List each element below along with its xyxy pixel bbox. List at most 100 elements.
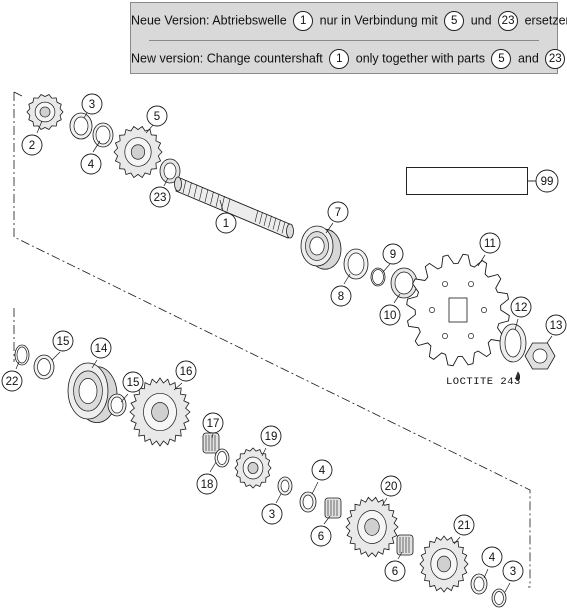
callout-circle — [149, 186, 171, 208]
notice-german-text-2: nur in Verbindung mit — [319, 13, 438, 28]
callout-number: 13 — [550, 320, 563, 332]
gear-5-bore — [130, 144, 146, 160]
callout-leader — [261, 447, 267, 457]
callout-circle — [311, 459, 333, 481]
notice-german-ref-gear: 5 — [444, 11, 465, 31]
callout-leader — [311, 481, 319, 495]
callout-number: 15 — [127, 377, 140, 389]
callout-leader — [163, 177, 169, 187]
callout-circle — [202, 412, 224, 434]
notice-german-text-3: und — [470, 13, 492, 28]
callout-leader — [323, 515, 331, 525]
callout-leader — [343, 273, 351, 285]
sprocket-hole — [468, 333, 474, 339]
circlip-22-inner — [16, 346, 28, 364]
o-ring-9-inner — [372, 269, 384, 285]
callout-circle — [90, 337, 112, 359]
washer-4-lower-inner — [473, 576, 485, 592]
callout-number: 15 — [57, 336, 70, 348]
frame-dashed-top — [13, 91, 23, 97]
callout-7: 7 — [325, 201, 349, 234]
washer-3-lower-inner — [494, 591, 504, 605]
washer-15-upper — [33, 354, 55, 380]
callout-number: 4 — [489, 552, 496, 564]
callout-20: 20 — [380, 475, 402, 507]
countershaft-end-right — [286, 223, 294, 239]
callout-15: 15 — [51, 330, 74, 361]
gear-16 — [129, 377, 191, 447]
callout-number: 4 — [88, 159, 95, 171]
needle-bearing-6-lower-cage — [396, 534, 414, 556]
callout-circle — [1, 370, 23, 392]
callout-number: 1 — [223, 218, 229, 230]
countershaft-spline — [182, 179, 187, 194]
notice-english-text-3: and — [517, 51, 539, 66]
callout-leader — [514, 318, 519, 331]
bush-23-inner — [163, 162, 177, 180]
sprocket-hole — [429, 307, 435, 313]
callout-number: 6 — [318, 531, 324, 543]
gear-2 — [26, 93, 64, 131]
frame-dashed-left — [13, 92, 531, 588]
washer-15-upper-inner — [37, 358, 51, 376]
callout-leader — [211, 433, 214, 439]
washer-4-inner — [95, 125, 111, 145]
notice-german: Neue Version: Abtriebswelle 1 nur in Ver… — [131, 11, 567, 31]
notice-english-text-1: New version: Change countershaft — [131, 51, 323, 66]
seal-ring-8-inner — [347, 252, 365, 276]
countershaft-spline-end — [254, 209, 259, 223]
bush-23 — [159, 158, 181, 184]
washer-18 — [214, 448, 230, 468]
callout-10: 10 — [379, 293, 401, 326]
callout-circle — [380, 475, 402, 497]
callout-number: 6 — [392, 566, 398, 578]
callout-number: 22 — [6, 376, 19, 388]
callout-number: 8 — [338, 291, 344, 303]
callout-leader — [15, 361, 20, 370]
callout-leader — [36, 120, 43, 134]
gear-20-bore — [364, 518, 380, 536]
notice-english: New version: Change countershaft 1 only … — [131, 49, 566, 69]
callout-4: 4 — [311, 459, 333, 495]
washer-15-lower — [107, 393, 127, 417]
callout-number: 7 — [335, 207, 341, 219]
bush-10 — [390, 267, 418, 299]
seal-ring-8 — [343, 248, 369, 280]
callout-23: 23 — [149, 177, 171, 208]
gear-16-bore — [151, 402, 169, 422]
callout-2: 2 — [21, 120, 43, 156]
callout-leader — [546, 335, 553, 344]
callout-9: 9 — [382, 243, 404, 273]
lock-washer-12-inner — [504, 328, 522, 358]
needle-bearing-6-middle-cage — [324, 497, 342, 519]
callout-number: 4 — [319, 465, 326, 477]
callout-leader — [275, 493, 282, 504]
callout-number: 9 — [390, 249, 396, 261]
callout-leader — [91, 359, 98, 369]
callout-21: 21 — [453, 514, 475, 545]
washer-4 — [92, 122, 114, 148]
callout-number: 17 — [207, 418, 220, 430]
gear-19-bore — [247, 462, 259, 474]
callout-number: 11 — [484, 238, 496, 250]
callout-circle — [80, 153, 102, 175]
washer-15-lower-inner — [110, 396, 124, 414]
callout-number: 12 — [515, 302, 528, 314]
notice-english-ref-countershaft: 1 — [329, 49, 350, 69]
washer-3-middle-inner — [280, 479, 290, 493]
washer-4-middle — [299, 491, 317, 513]
callout-3: 3 — [502, 560, 524, 593]
loctite-annotation: LOCTITE 243 — [446, 376, 521, 388]
loctite-drop — [515, 371, 521, 381]
callout-8: 8 — [330, 273, 352, 307]
callout-14: 14 — [90, 337, 112, 369]
countershaft-end-left — [174, 176, 182, 192]
callout-number: 21 — [458, 520, 471, 532]
washer-4-lower — [470, 573, 488, 595]
callout-6: 6 — [310, 515, 332, 547]
callout-circle — [81, 93, 103, 115]
callout-11: 11 — [477, 232, 501, 267]
washer-18-inner — [217, 451, 227, 465]
washer-3-inner — [73, 116, 89, 136]
